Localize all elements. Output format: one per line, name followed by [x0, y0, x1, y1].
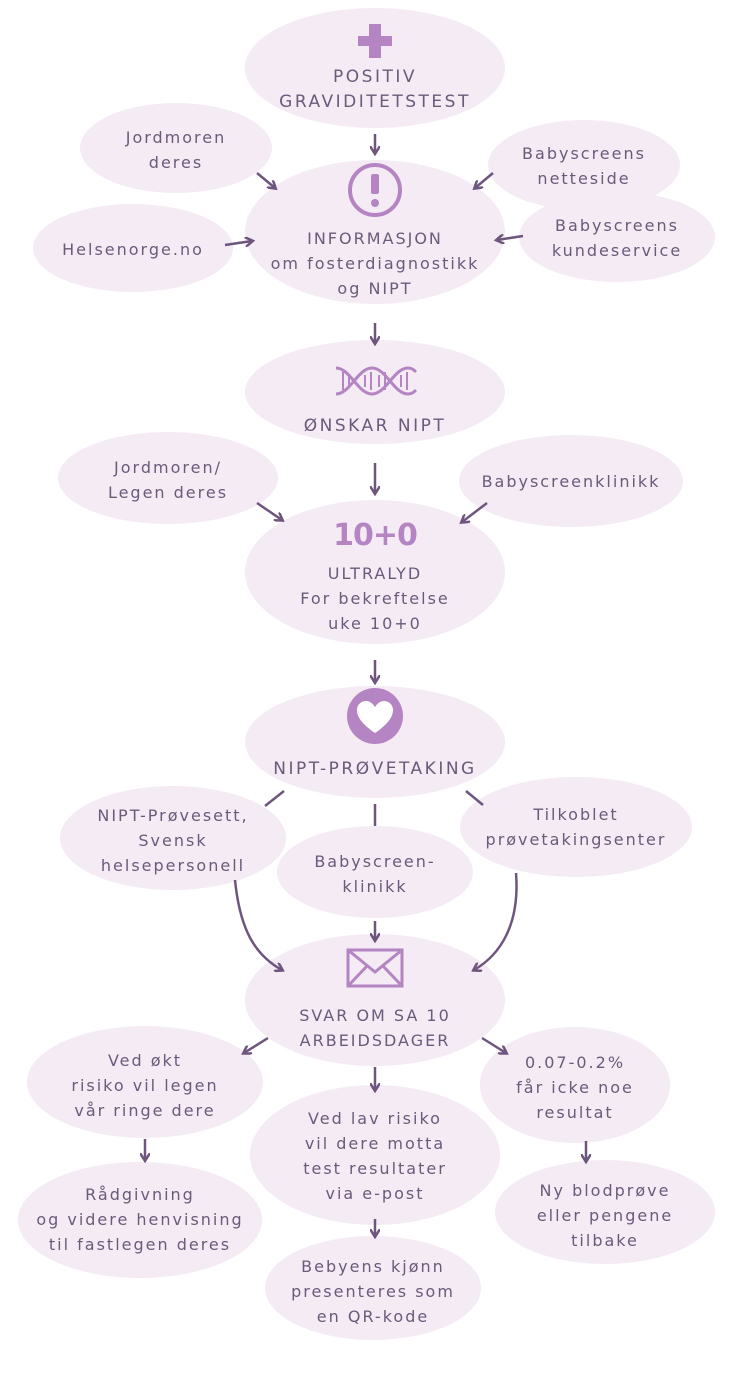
label-jordmoren-legen-line-2: Legen deres — [108, 483, 228, 502]
bubble-kjonn — [265, 1236, 481, 1340]
label-ingen-resultat-line-3: resultat — [536, 1103, 613, 1122]
label-svar-line-1: SVAR OM SA 10 — [299, 1006, 451, 1025]
bubble-ny-blodprove — [495, 1160, 715, 1264]
bubble-provesett — [60, 786, 286, 890]
bubble-okt-risiko — [27, 1026, 263, 1138]
arrow-helsenorge-informasjon — [224, 241, 252, 245]
arrow-svar-okt-risiko — [244, 1036, 269, 1053]
bubble-babyscreen-klinikk — [277, 826, 473, 918]
bubble-babyscreens-nett — [488, 120, 680, 210]
bubble-lav-risiko — [250, 1085, 500, 1225]
bubble-jordmoren-legen — [58, 432, 278, 524]
arrow-jordmoren-legen-ultralyd — [256, 501, 282, 520]
label-svar-line-2: ARBEIDSDAGER — [300, 1031, 451, 1050]
arrow-nett-informasjon — [475, 172, 494, 188]
arrow-provesett-svar — [233, 879, 282, 970]
envelope-icon — [346, 948, 404, 988]
label-onskar-line-1: ØNSKAR NIPT — [304, 416, 446, 436]
arrow-kunde-informasjon — [497, 236, 524, 240]
label-ultralyd-line-3: uke 10+0 — [328, 614, 422, 633]
label-lav-risiko-line-2: vil dere motta — [305, 1134, 445, 1153]
arrow-tilkoblet-svar — [474, 872, 518, 970]
arrow-jordmoren-informasjon — [256, 172, 275, 188]
label-ultralyd-line-2: For bekreftelse — [300, 589, 450, 608]
label-okt-risiko-line-3: vår ringe dere — [74, 1101, 215, 1120]
label-jordmoren-line-2: deres — [149, 153, 203, 172]
label-okt-risiko-line-2: risiko vil legen — [71, 1076, 218, 1095]
bubble-positiv — [245, 8, 505, 128]
exclamation-icon — [348, 163, 402, 217]
label-provesett-line-1: NIPT-Prøvesett, — [97, 806, 248, 825]
label-babyscreens-nett-line-1: Babyscreens — [522, 144, 646, 163]
bubble-babyscreens-kunde — [519, 192, 715, 282]
label-babyscreenklinikk-line-1: Babyscreenklinikk — [482, 472, 661, 491]
label-jordmoren-line-1: Jordmoren — [125, 128, 227, 147]
bubble-babyscreenklinikk — [459, 435, 683, 527]
label-jordmoren-legen-line-1: Jordmoren/ — [113, 458, 222, 477]
label-tilkoblet-line-1: Tilkoblet — [532, 805, 618, 824]
label-provesett-line-2: Svensk — [138, 831, 207, 850]
label-babyscreen-klinikk-line-1: Babyscreen- — [314, 852, 435, 871]
bubble-informasjon — [245, 160, 505, 304]
label-positiv-line-2: GRAVIDITETSTEST — [279, 92, 471, 112]
label-positiv-line-1: POSITIV — [333, 67, 417, 87]
bubble-tilkoblet — [460, 777, 692, 877]
dna-icon — [335, 366, 418, 396]
connector-provetaking-provesett — [264, 790, 285, 807]
bubble-jordmoren — [80, 103, 272, 193]
arrow-svar-ingen-resultat — [481, 1036, 506, 1053]
label-babyscreens-kunde-line-2: kundeservice — [552, 241, 682, 260]
label-provetaking-line-1: NIPT-PRØVETAKING — [273, 759, 477, 779]
label-provesett-line-3: helsepersonell — [101, 856, 245, 875]
label-informasjon-line-3: og NIPT — [337, 279, 412, 298]
plus-icon — [358, 24, 392, 58]
label-kjonn-line-1: Bebyens kjønn — [301, 1257, 445, 1276]
label-lav-risiko-line-1: Ved lav risiko — [308, 1109, 442, 1128]
label-informasjon-line-2: om fosterdiagnostikk — [271, 254, 480, 273]
bubble-helsenorge — [33, 204, 233, 292]
label-radgivning-line-3: til fastlegen deres — [49, 1235, 231, 1254]
label-tilkoblet-line-2: prøvetakingsenter — [486, 830, 667, 849]
label-lav-risiko-line-4: via e-post — [326, 1184, 425, 1203]
label-kjonn-line-3: en QR-kode — [317, 1307, 429, 1326]
bubble-ingen-resultat — [480, 1027, 670, 1143]
bubble-svar — [245, 934, 505, 1066]
label-helsenorge-line-1: Helsenorge.no — [62, 240, 204, 259]
label-ingen-resultat-line-2: får icke noe — [516, 1078, 634, 1097]
bubble-ultralyd — [245, 500, 505, 644]
label-ny-blodprove-line-2: eller pengene — [537, 1206, 673, 1225]
bubble-radgivning — [18, 1162, 262, 1278]
label-okt-risiko-line-1: Ved økt — [108, 1051, 182, 1070]
label-ingen-resultat-line-1: 0.07-0.2% — [525, 1053, 625, 1072]
label-babyscreens-nett-line-2: netteside — [537, 169, 630, 188]
label-lav-risiko-line-3: test resultater — [303, 1159, 447, 1178]
bubble-onskar — [245, 340, 505, 444]
label-babyscreen-klinikk-line-2: klinikk — [342, 877, 407, 896]
heart-icon — [347, 688, 403, 744]
ultralyd-icon-text: 10+0 — [333, 518, 417, 553]
label-ny-blodprove-line-1: Ny blodprøve — [540, 1181, 671, 1200]
label-radgivning-line-1: Rådgivning — [85, 1185, 195, 1204]
label-radgivning-line-2: og videre henvisning — [36, 1210, 243, 1229]
label-babyscreens-kunde-line-1: Babyscreens — [555, 216, 679, 235]
arrow-klinikk-ultralyd — [462, 502, 488, 522]
label-ultralyd-line-1: ULTRALYD — [328, 564, 423, 583]
label-kjonn-line-2: presenteres som — [291, 1282, 455, 1301]
connector-provetaking-tilkoblet — [465, 790, 484, 806]
label-ny-blodprove-line-3: tilbake — [571, 1231, 639, 1250]
label-informasjon-line-1: INFORMASJON — [307, 229, 443, 248]
